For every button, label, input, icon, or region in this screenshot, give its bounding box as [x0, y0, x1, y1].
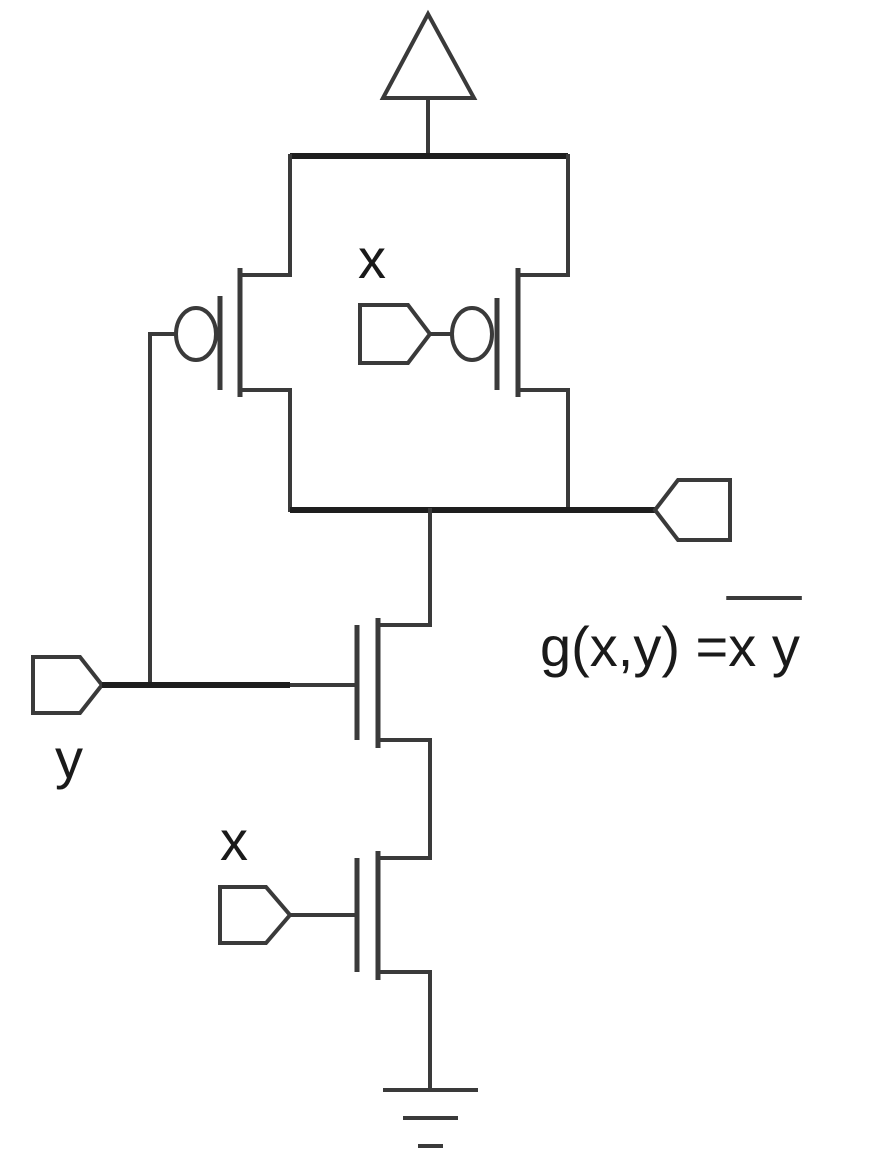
equation-lhs: g(x,y) =: [540, 615, 728, 678]
output-to-nmos-wire: [376, 508, 432, 627]
vdd-supply-symbol: [379, 9, 478, 100]
nmos-lower-transistor: [288, 851, 432, 1092]
x-label-pmos: x: [358, 227, 386, 290]
y-input-port: [31, 655, 105, 715]
pmos-right-transistor: [428, 154, 570, 512]
x-input-port-pmos: [358, 303, 433, 365]
x-input-port-nmos: [218, 885, 293, 945]
pmos-left-transistor: [148, 154, 292, 687]
ground-symbol: [383, 1088, 478, 1148]
y-label: y: [55, 727, 83, 790]
x-label-nmos: x: [220, 809, 248, 872]
nmos-upper-transistor: [288, 618, 432, 860]
equation-rhs: x y: [728, 615, 800, 678]
output-port: [652, 478, 732, 542]
